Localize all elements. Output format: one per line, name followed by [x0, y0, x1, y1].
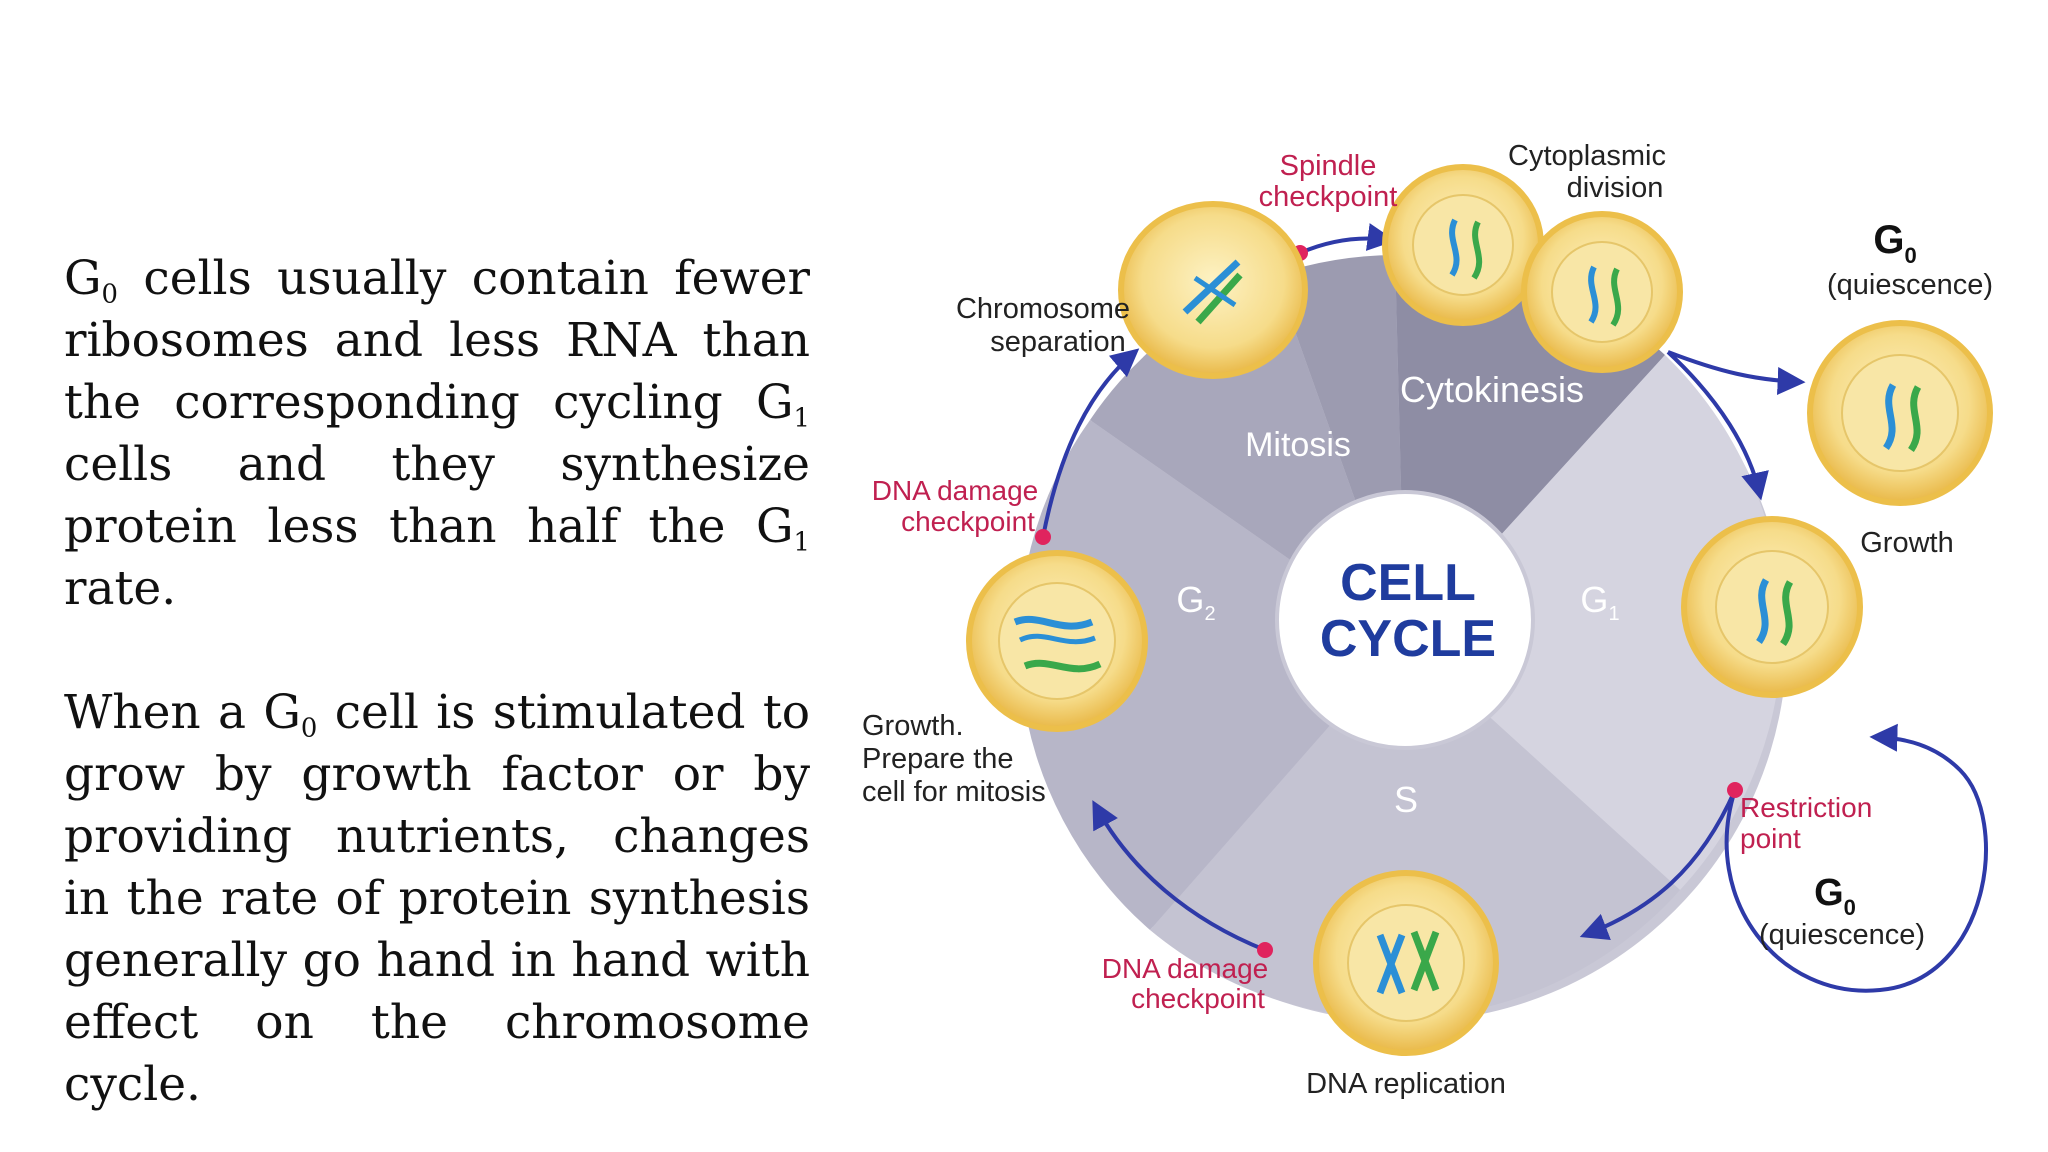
paragraph-stimulated: When a G0 cell is stimulated to grow by … — [64, 685, 811, 1112]
cell-g0-top — [1807, 320, 1993, 506]
phase-label-g2: G2 — [1176, 579, 1215, 625]
cell-cycle-diagram: CELL CYCLE Mitosis Cytokinesis G1 S G2 — [862, 140, 1993, 1100]
checkpoint-dot-dna-bottom — [1257, 942, 1273, 958]
cell-cytokinesis-left — [1382, 164, 1544, 326]
cell-cytokinesis-right — [1521, 211, 1683, 373]
arrow-g0-loop — [1724, 723, 1988, 993]
arrow-cytokinesis-to-growth — [1666, 350, 1769, 501]
label-g0-bottom: G0 — [1814, 872, 1856, 920]
cell-mitosis — [1118, 201, 1308, 379]
cell-g2 — [966, 550, 1148, 732]
center-label-cycle: CYCLE — [1320, 610, 1496, 668]
phase-label-s: S — [1394, 779, 1418, 820]
phase-label-cytokinesis: Cytokinesis — [1400, 369, 1584, 410]
center-circle — [1275, 490, 1535, 750]
label-growth: Growth — [1860, 527, 1953, 559]
arrow-restriction-to-s — [1579, 789, 1737, 941]
arrow-g2-to-mitosis — [1041, 348, 1140, 538]
sector-g1 — [1405, 355, 1783, 890]
label-g0-bottom-quiescence: (quiescence) — [1759, 919, 1925, 951]
paragraph-g0-cells: G0 cells usually contain fewer ribosomes… — [64, 251, 810, 616]
phase-label-mitosis: Mitosis — [1245, 426, 1351, 464]
arrow-s-to-g2 — [1092, 800, 1266, 952]
arrow-cytokinesis-to-g0 — [1667, 350, 1806, 395]
checkpoint-dot-restriction — [1727, 782, 1743, 798]
cell-growth — [1681, 516, 1863, 698]
phase-label-g1: G1 — [1580, 579, 1619, 625]
sector-s — [1150, 640, 1680, 1019]
arrow-mitosis-to-cytokinesis — [1299, 223, 1396, 255]
label-g0-top-quiescence: (quiescence) — [1827, 269, 1993, 301]
cell-dna-replication — [1313, 870, 1499, 1056]
label-dna-replication: DNA replication — [1306, 1068, 1506, 1100]
label-g0-top: G0 — [1873, 218, 1916, 268]
center-label-cell: CELL — [1340, 554, 1476, 612]
checkpoint-dot-dna-left — [1035, 529, 1051, 545]
text-panel: G0 cells usually contain fewer ribosomes… — [64, 248, 810, 1116]
